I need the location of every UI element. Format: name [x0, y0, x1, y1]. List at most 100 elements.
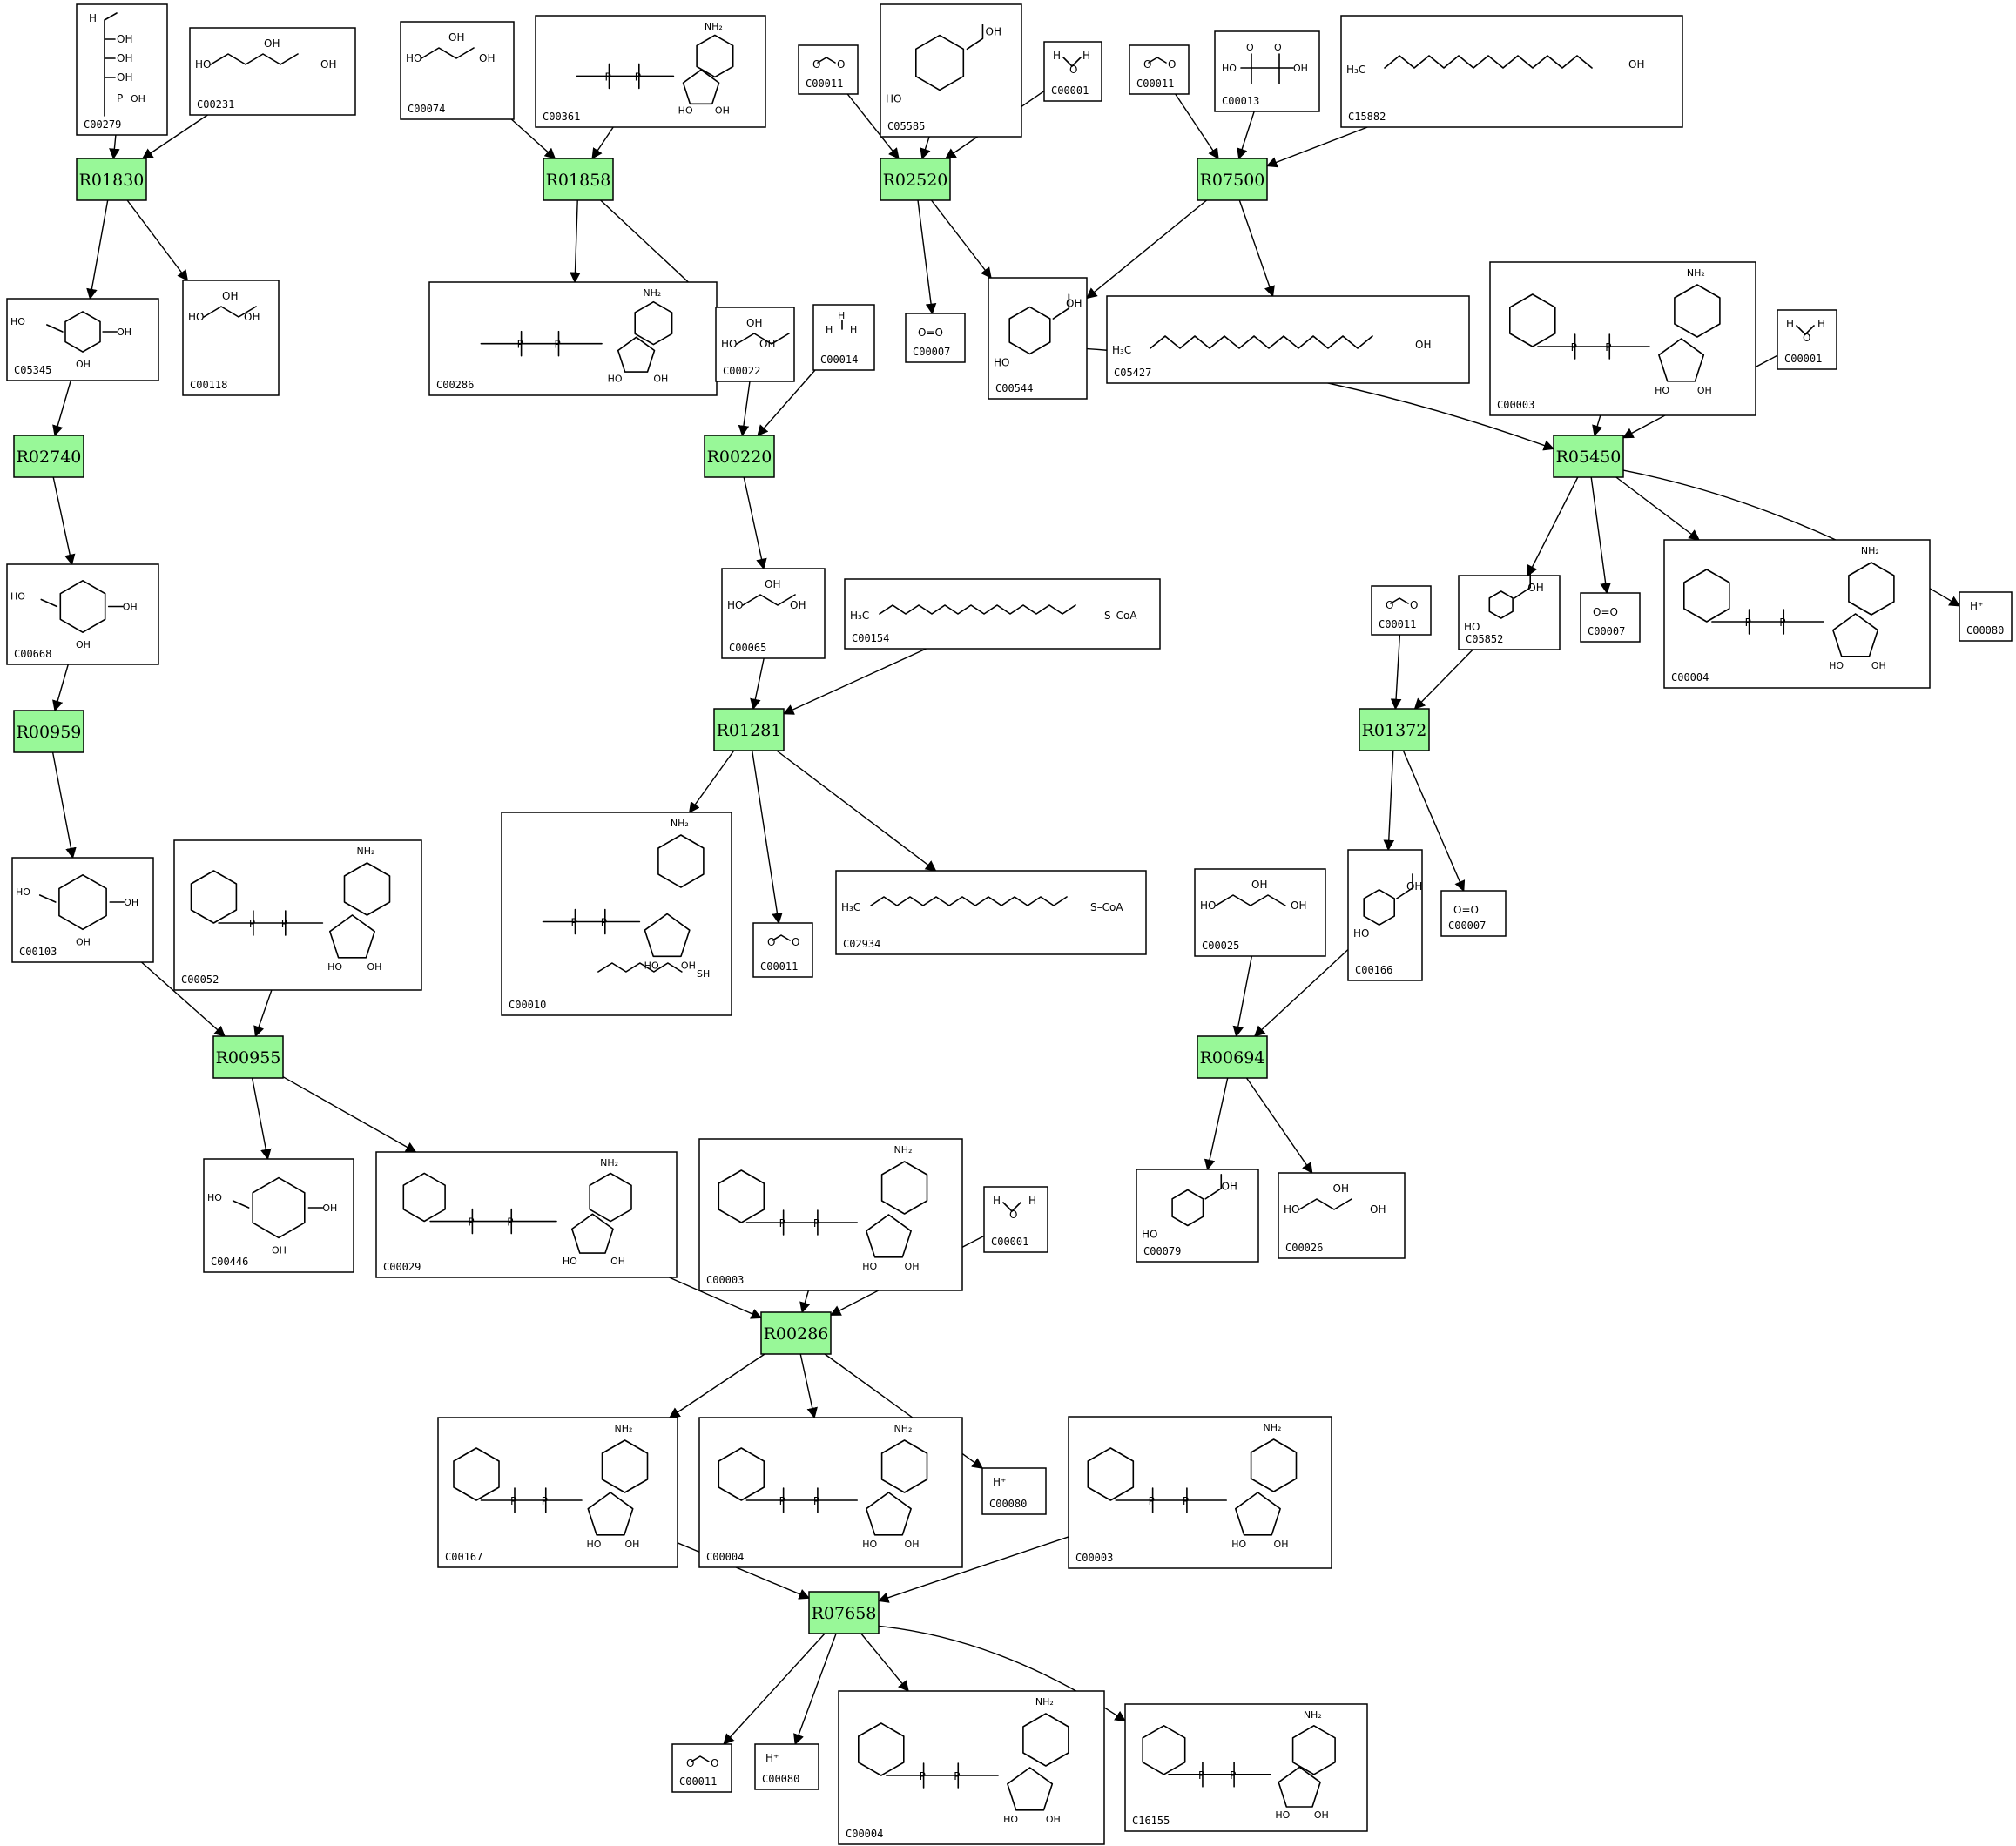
reaction-node[interactable]: R00694	[1197, 1035, 1268, 1079]
reaction-node[interactable]: R01830	[76, 158, 147, 201]
bond-lines	[203, 306, 257, 318]
structure-atom-label: H	[826, 324, 833, 335]
structure-atom-label: O	[711, 1757, 718, 1769]
reaction-node[interactable]: R07500	[1197, 158, 1268, 201]
structure-atom-label: NH₂	[1304, 1709, 1322, 1721]
reaction-id: R00959	[17, 723, 82, 742]
structure-atom-label: P	[779, 1217, 785, 1230]
reaction-node[interactable]: R01858	[543, 158, 614, 201]
bond-lines	[657, 834, 705, 888]
reaction-node[interactable]: R05450	[1553, 435, 1624, 478]
structure-atom-label: P	[1571, 341, 1577, 354]
compound-box	[1347, 849, 1423, 981]
reaction-node[interactable]: R02520	[880, 158, 951, 201]
compound-id: C00154	[852, 632, 889, 644]
structure-atom-label: OH	[765, 578, 780, 590]
reaction-node[interactable]: R00959	[13, 710, 84, 753]
bond-lines	[1171, 1189, 1204, 1227]
structure-atom-label: OH	[905, 1261, 920, 1272]
compound-id: C00167	[445, 1551, 482, 1563]
structure-atom-label: S–CoA	[1104, 610, 1137, 622]
structure-atom-label: HO	[563, 1256, 577, 1267]
bond-lines	[59, 580, 106, 633]
compound-id: C00544	[995, 382, 1033, 394]
reaction-node[interactable]: R00220	[704, 435, 775, 478]
structure-atom-label: P	[1183, 1495, 1189, 1507]
compound-id: C00065	[729, 642, 766, 654]
bond-lines	[1848, 562, 1895, 616]
structure-atom-label: O	[812, 58, 820, 71]
structure-atom-label: OH	[1291, 899, 1306, 912]
reaction-box	[1553, 435, 1624, 478]
structure-atom-label: P	[542, 1495, 548, 1507]
reaction-node[interactable]: R00286	[760, 1311, 832, 1355]
bond-lines	[38, 894, 125, 903]
compound-box	[437, 1417, 678, 1568]
reaction-node[interactable]: R01281	[713, 708, 785, 751]
reaction-node[interactable]: R07658	[808, 1591, 880, 1634]
compound-node[interactable]: H⁺C00080	[1959, 591, 2013, 642]
reaction-node[interactable]: R01372	[1359, 708, 1430, 751]
bond-lines	[1007, 1767, 1054, 1811]
compound-node[interactable]: HHCHC00014	[812, 304, 875, 371]
structure-atom-label: OH	[131, 93, 145, 104]
reaction-arrow	[688, 750, 735, 814]
compound-box	[880, 3, 1022, 138]
structure-atom-label: OH	[1314, 1809, 1329, 1821]
structure-atom-label: HO	[1829, 660, 1844, 671]
compound-node[interactable]: H⁺C00080	[754, 1743, 819, 1790]
bond-lines	[696, 34, 734, 78]
reaction-node[interactable]: R02740	[13, 435, 84, 478]
compound-node[interactable]: H⁺C00080	[981, 1467, 1047, 1515]
reaction-node[interactable]: R00955	[212, 1035, 284, 1079]
